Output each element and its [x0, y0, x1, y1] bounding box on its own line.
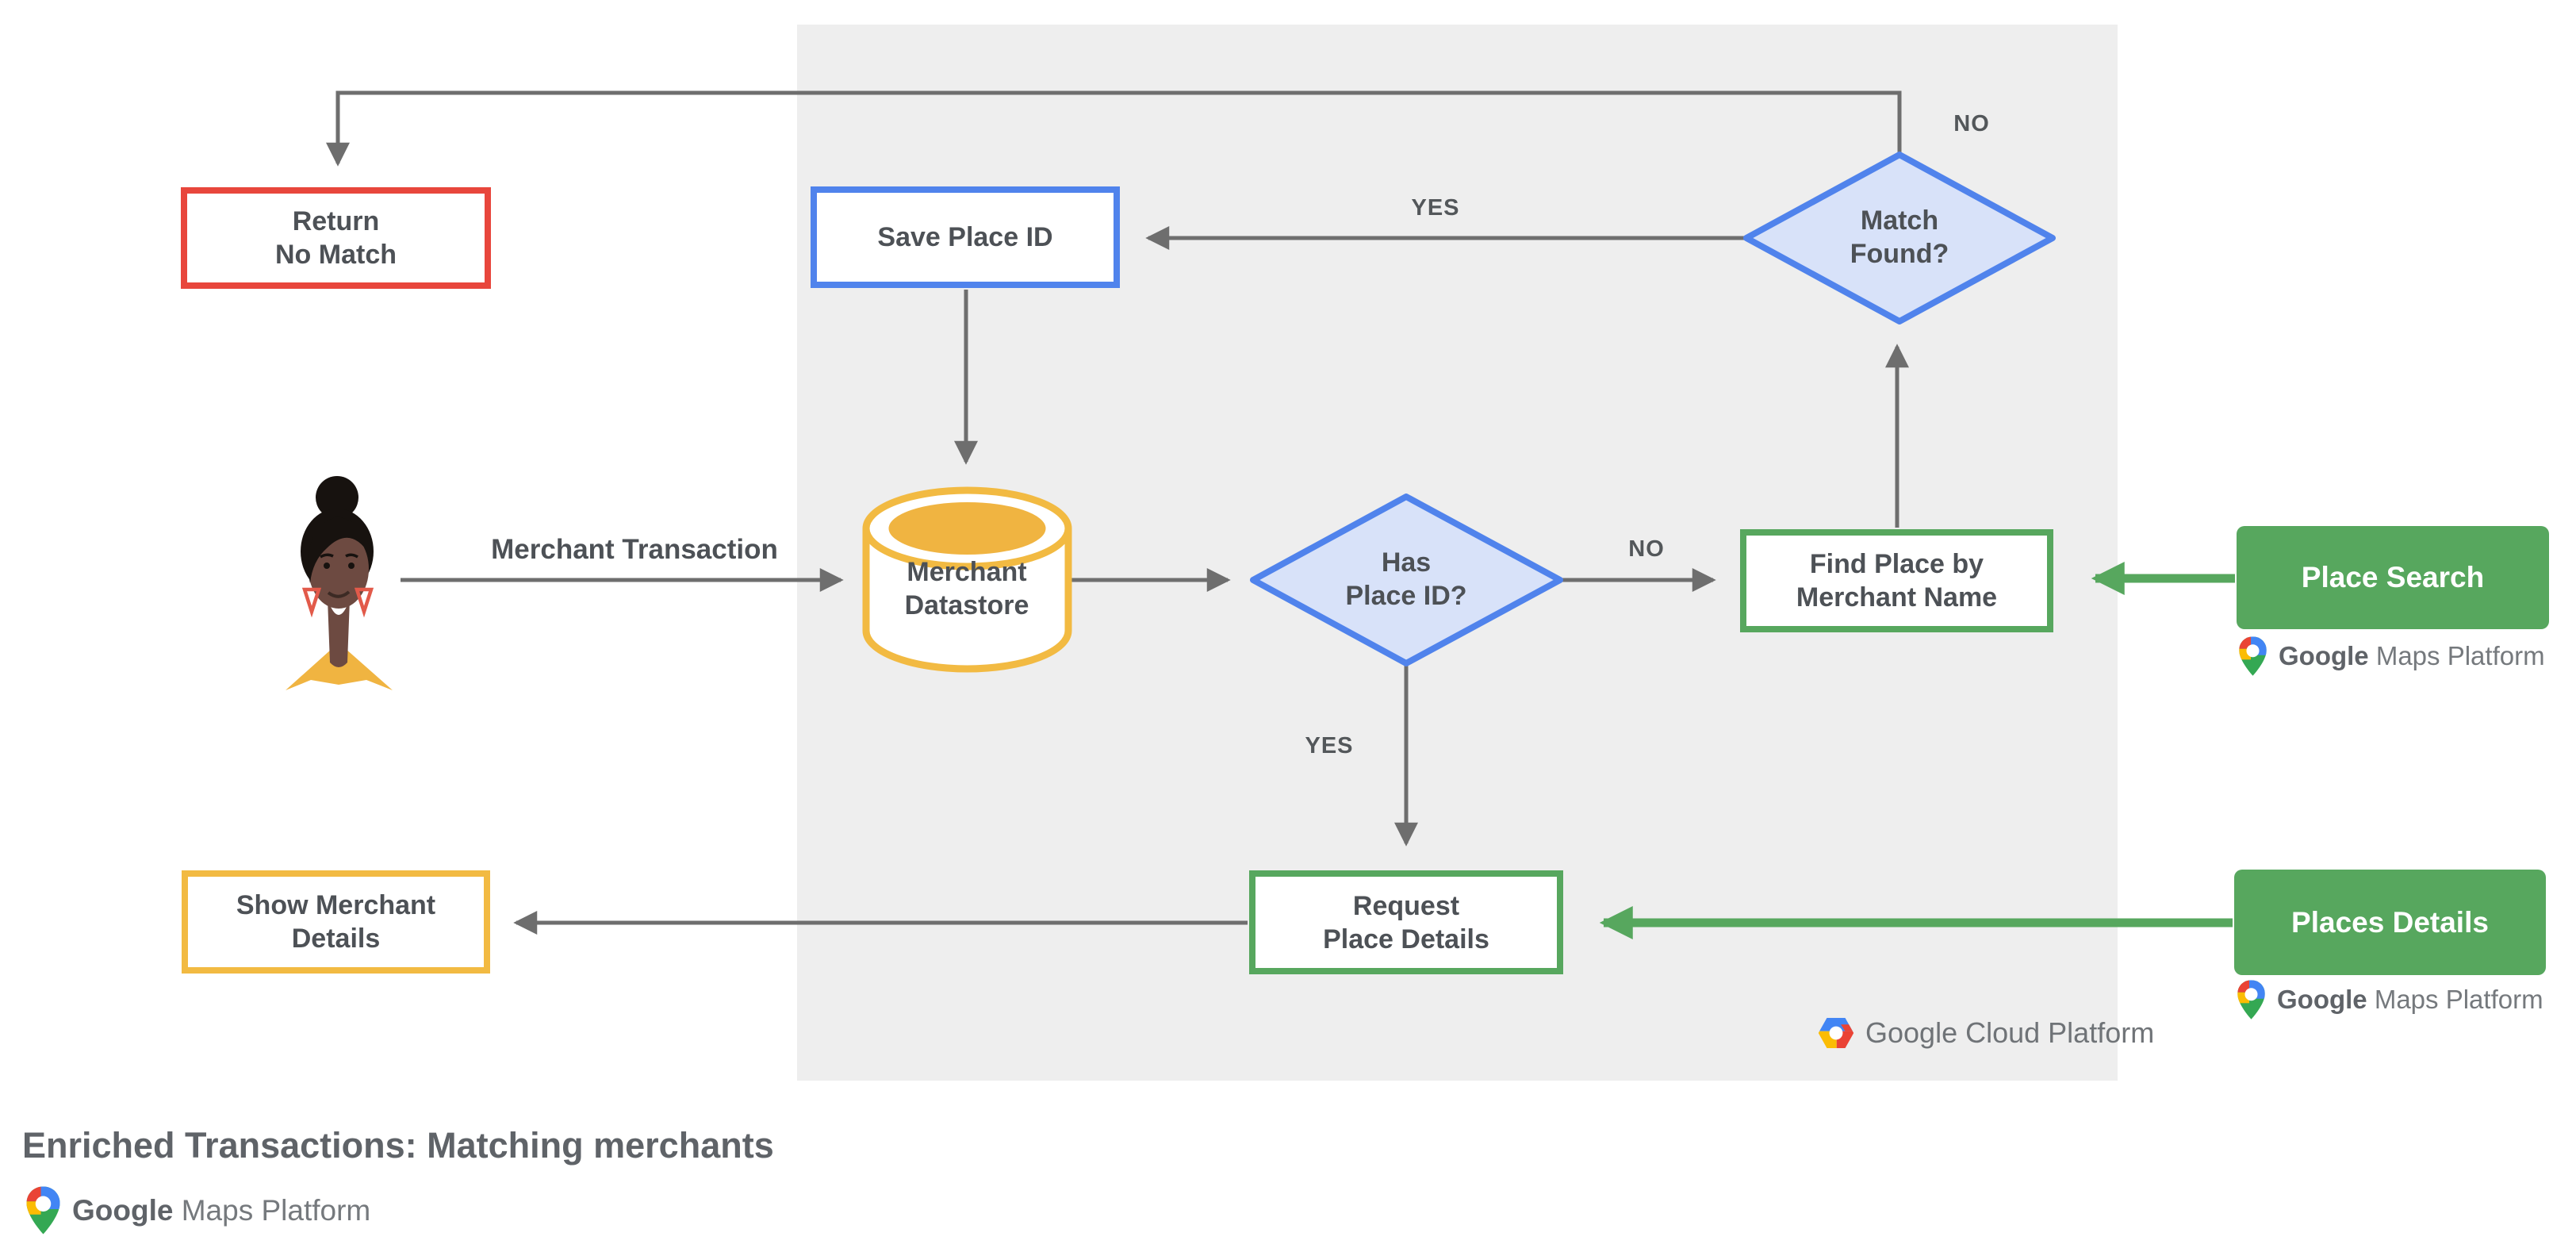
merchant-transaction-label: Merchant Transaction — [491, 534, 778, 565]
request-place-details-box: Request Place Details — [1249, 870, 1563, 974]
show-merchant-details-label-line2: Details — [291, 924, 381, 954]
maps-platform-text: Google Maps Platform — [2279, 641, 2545, 670]
places-details-label: Places Details — [2291, 905, 2489, 939]
diagram-title: Enriched Transactions: Matching merchant… — [22, 1125, 774, 1166]
place-search-api-box: Place Search — [2237, 526, 2549, 629]
save-place-id-label: Save Place ID — [877, 222, 1053, 252]
cloud-platform-lockup: Google Cloud Platform — [1818, 1016, 2154, 1050]
maps-pin-icon — [2239, 636, 2267, 676]
maps-platform-lockup-bottom: Google Maps Platform — [2237, 979, 2543, 1020]
return-no-match-label-line1: Return — [292, 206, 380, 236]
maps-platform-text: Google Maps Platform — [2277, 985, 2543, 1014]
return-no-match-box: Return No Match — [181, 187, 491, 289]
maps-platform-lockup-top: Google Maps Platform — [2238, 636, 2545, 677]
has-place-id-label: Has Place ID? — [1345, 547, 1467, 611]
maps-platform-lockup-footer: Google Maps Platform — [25, 1185, 370, 1235]
show-merchant-details-label-line1: Show Merchant — [236, 890, 436, 920]
maps-platform-text: Google Maps Platform — [72, 1193, 371, 1227]
save-place-id-box: Save Place ID — [811, 186, 1120, 288]
find-place-box: Find Place by Merchant Name — [1740, 529, 2053, 632]
no-label-has-place-id: NO — [1628, 536, 1665, 562]
yes-label-match-found: YES — [1411, 195, 1460, 221]
request-place-details-label-line2: Place Details — [1323, 924, 1489, 954]
user-avatar — [286, 476, 393, 690]
places-details-api-box: Places Details — [2234, 870, 2546, 975]
merchant-datastore-label: Merchant Datastore — [904, 557, 1029, 620]
place-search-label: Place Search — [2301, 561, 2485, 593]
cloud-platform-text: Google Cloud Platform — [1865, 1016, 2155, 1049]
maps-pin-icon — [26, 1186, 60, 1235]
cloud-platform-hexagon-icon — [1818, 1017, 1854, 1049]
match-found-label: Match Found? — [1850, 205, 1949, 269]
return-no-match-label-line2: No Match — [275, 240, 397, 270]
yes-label-has-place-id: YES — [1305, 733, 1354, 758]
maps-pin-icon — [2237, 980, 2265, 1020]
find-place-label-line2: Merchant Name — [1796, 582, 1998, 613]
request-place-details-label-line1: Request — [1352, 890, 1460, 921]
show-merchant-details-box: Show Merchant Details — [182, 870, 490, 974]
no-label-match-found: NO — [1953, 111, 1990, 136]
find-place-label-line1: Find Place by — [1809, 549, 1984, 579]
